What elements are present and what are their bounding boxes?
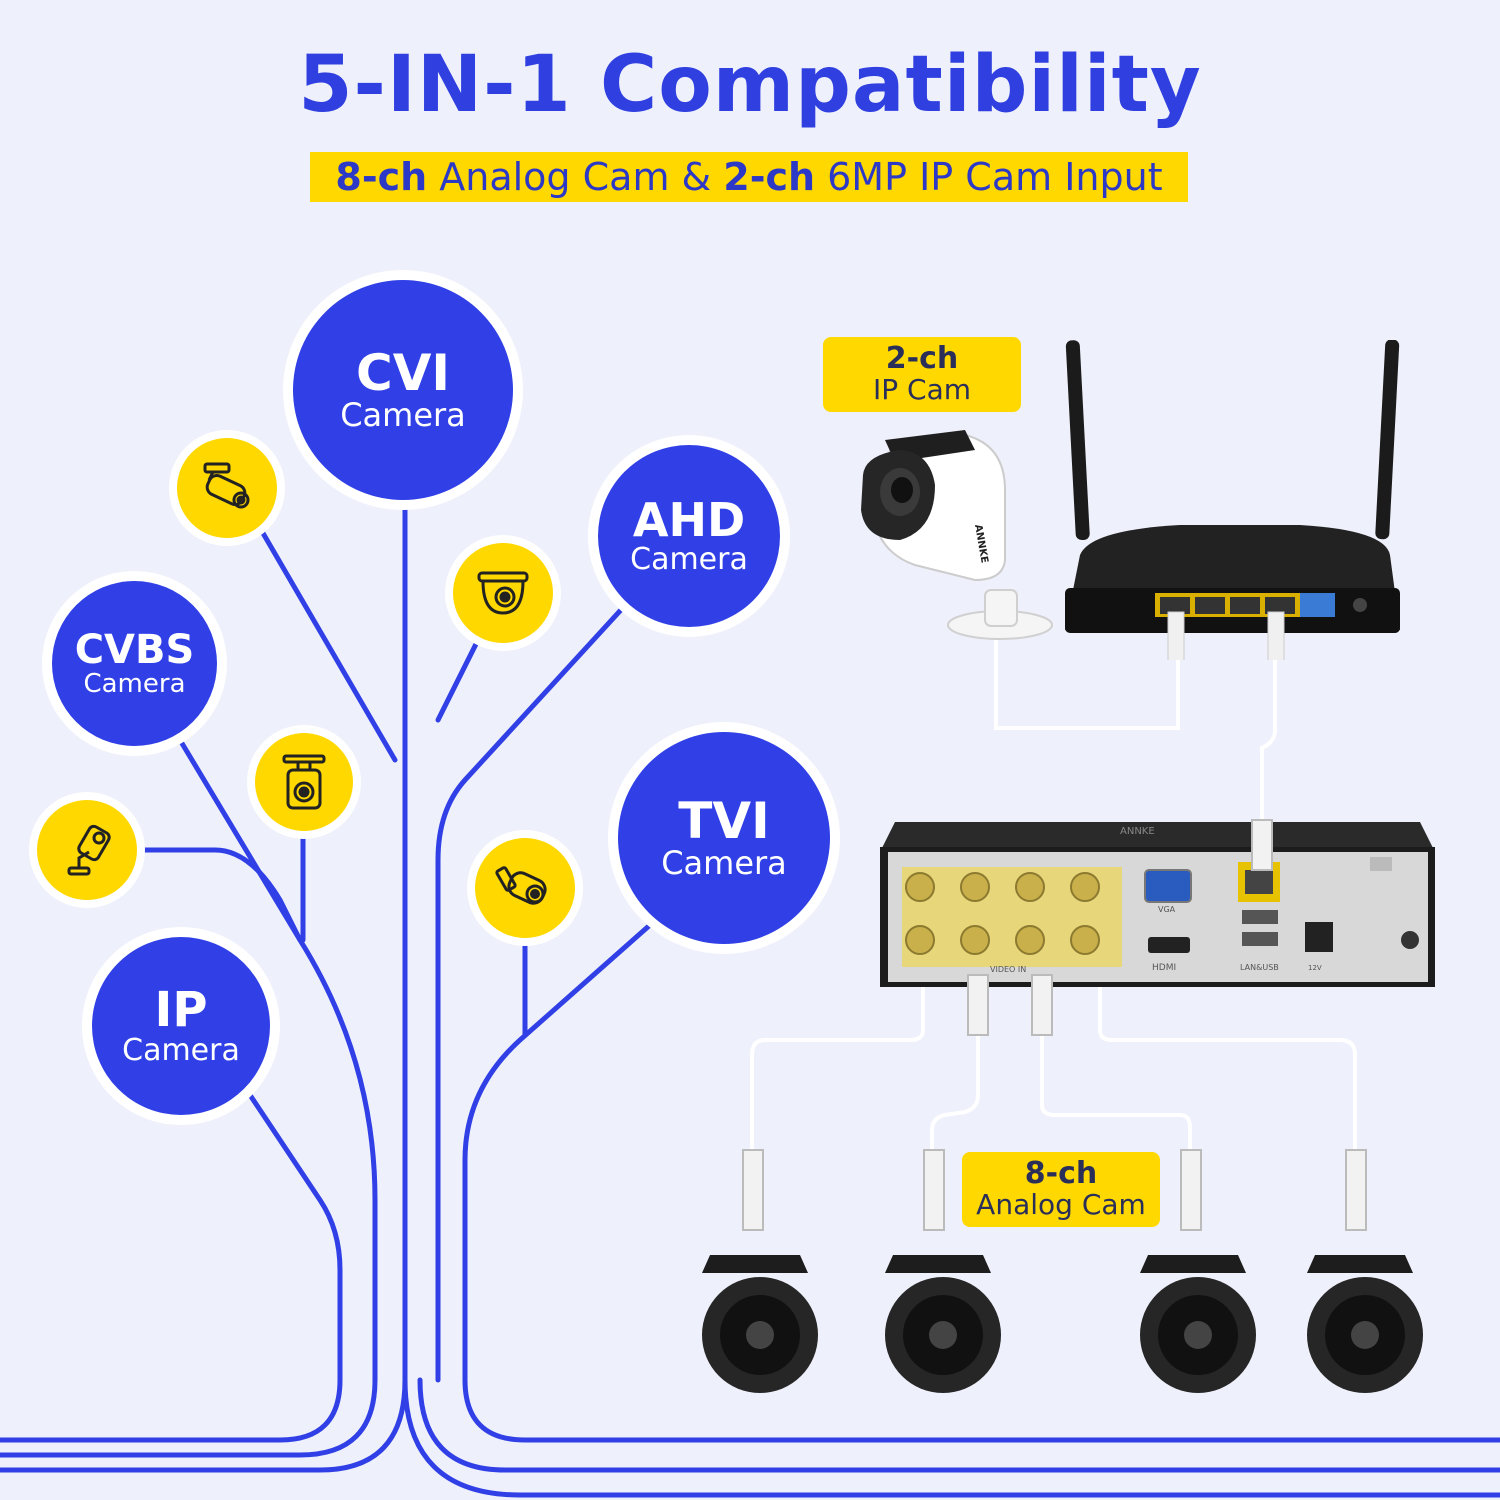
dvr-lan-usb-label: LAN&USB xyxy=(1240,963,1279,972)
ahd-label: Camera xyxy=(630,542,748,578)
page-title: 5-IN-1 Compatibility xyxy=(298,40,1202,130)
tvi-camera-circle: TVI Camera xyxy=(618,732,830,944)
cvbs-name: CVBS xyxy=(74,626,195,673)
dome-camera-icon xyxy=(453,543,553,643)
analog-cam-tag: 8-ch Analog Cam xyxy=(962,1152,1160,1227)
analog-camera-icon xyxy=(1140,1255,1256,1393)
ip-bullet-camera-icon: ANNKE xyxy=(861,430,1053,640)
cvbs-label: Camera xyxy=(83,668,186,699)
turret-camera-icon xyxy=(475,838,575,938)
analog-camera-icon xyxy=(1307,1255,1423,1393)
ip-cam-tag: 2-ch IP Cam xyxy=(823,337,1021,412)
dvr-brand: ANNKE xyxy=(1120,826,1155,837)
ip-name: IP xyxy=(154,982,208,1039)
tvi-label: Camera xyxy=(661,844,787,883)
analog-camera-icon xyxy=(885,1255,1001,1393)
analog-cam-label: Analog Cam xyxy=(976,1187,1146,1221)
analog-camera-icon xyxy=(702,1255,818,1393)
subtitle-ip-text: 6MP IP Cam Input xyxy=(815,155,1163,199)
cvi-camera-circle: CVI Camera xyxy=(293,280,513,500)
subtitle-analog-count: 8-ch xyxy=(335,155,428,199)
subtitle-ip-count: 2-ch xyxy=(723,155,816,199)
bullet-camera-icon xyxy=(177,438,277,538)
ip-label: Camera xyxy=(122,1033,240,1069)
dvr-recorder-icon: ANNKE VIDEO IN VGA HDMI LAN&USB 12V xyxy=(880,822,1435,987)
ip-cam-count: 2-ch xyxy=(885,341,959,377)
subtitle-analog-text: Analog Cam & xyxy=(427,155,724,199)
ip-cam-label: IP Cam xyxy=(872,372,972,406)
dvr-hdmi-label: HDMI xyxy=(1152,963,1176,973)
subtitle-banner: 8-ch Analog Cam & 2-ch 6MP IP Cam Input xyxy=(310,152,1188,202)
analog-cam-count: 8-ch xyxy=(1024,1156,1098,1192)
wall-camera-icon xyxy=(37,800,137,900)
router-icon xyxy=(1065,340,1400,660)
ip-camera-circle: IP Camera xyxy=(92,937,270,1115)
ahd-camera-circle: AHD Camera xyxy=(598,445,780,627)
box-camera-icon xyxy=(255,733,353,831)
analog-cameras xyxy=(702,1255,1423,1393)
dvr-power-label: 12V xyxy=(1308,964,1322,972)
ahd-name: AHD xyxy=(632,493,746,548)
tvi-name: TVI xyxy=(678,791,770,850)
dvr-vga-label: VGA xyxy=(1158,905,1176,914)
cvbs-camera-circle: CVBS Camera xyxy=(52,581,217,746)
dvr-video-in-label: VIDEO IN xyxy=(990,965,1026,974)
cvi-label: Camera xyxy=(340,396,466,435)
cvi-name: CVI xyxy=(356,343,450,402)
